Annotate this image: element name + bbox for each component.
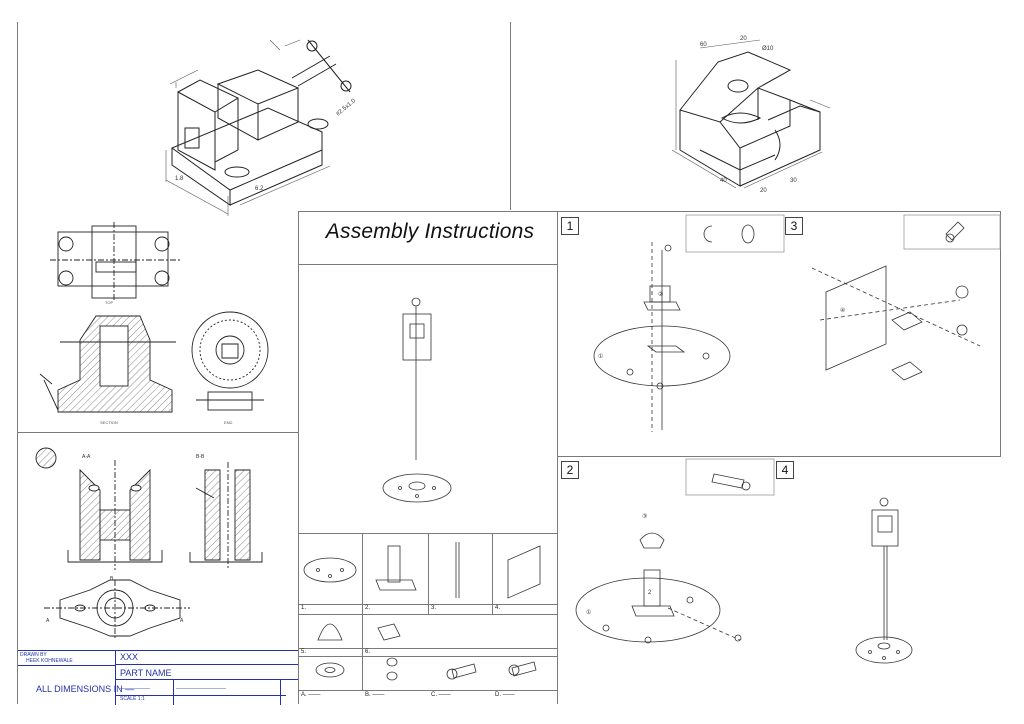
step-2-number: 2 <box>561 461 579 479</box>
svg-text:A: A <box>180 618 184 624</box>
left-border <box>17 22 18 704</box>
hardware-label-c: C. —— <box>431 692 451 698</box>
steps-right-border <box>1000 211 1001 457</box>
assembly-mid-border <box>557 211 558 704</box>
part-label-2: 2. <box>365 605 371 611</box>
svg-text:①: ① <box>598 353 603 360</box>
svg-text:20: 20 <box>740 36 747 42</box>
assembly-left-border <box>298 211 299 704</box>
title-block-part-name: PART NAME <box>120 668 172 678</box>
svg-text:30: 30 <box>790 178 797 184</box>
section-divider-left <box>18 432 298 433</box>
svg-text:③: ③ <box>642 513 647 520</box>
parts-table-row2-line <box>299 614 557 615</box>
svg-text:A-A: A-A <box>82 454 91 460</box>
svg-text:6.2: 6.2 <box>255 186 264 192</box>
title-block-dashes-1: —————— <box>120 686 150 692</box>
step-1-number: 1 <box>561 217 579 235</box>
parts-table-row4-line <box>299 656 557 657</box>
parts-col-2 <box>428 534 429 614</box>
svg-text:2: 2 <box>648 590 652 596</box>
svg-text:SECTION: SECTION <box>100 420 118 425</box>
parts-table-row3-line <box>299 648 557 649</box>
hardware-label-d: D. —— <box>495 692 515 698</box>
svg-text:TOP: TOP <box>105 300 113 305</box>
title-underline <box>299 264 557 265</box>
svg-text:60: 60 <box>700 42 707 48</box>
svg-text:①: ① <box>586 609 591 616</box>
svg-text:1.8: 1.8 <box>175 176 184 182</box>
step-4-number: 4 <box>776 461 794 479</box>
title-block <box>18 650 298 705</box>
part-label-4: 4. <box>495 605 501 611</box>
svg-text:Ø10: Ø10 <box>762 46 774 52</box>
svg-text:40: 40 <box>720 178 727 184</box>
svg-text:B-B: B-B <box>196 454 205 460</box>
step-3-number: 3 <box>785 217 803 235</box>
assembly-title: Assembly Instructions <box>325 220 535 243</box>
steps-horizontal-divider <box>557 456 1001 457</box>
parts-col-1 <box>362 534 363 690</box>
title-block-drawn-label: DRAWN BY <box>20 652 47 658</box>
title-block-drawn-by: HEEK KOHNEWALE <box>26 658 73 664</box>
parts-table-bottom <box>299 690 557 691</box>
title-block-sheet: SCALE 1:1 <box>120 696 145 702</box>
title-block-project: XXX <box>120 652 139 662</box>
parts-col-3 <box>492 534 493 614</box>
title-block-dashes-2: —————————— <box>176 686 226 692</box>
hardware-label-a: A. —— <box>301 692 321 698</box>
svg-text:20: 20 <box>760 188 767 194</box>
parts-table-top <box>299 533 557 534</box>
svg-text:A: A <box>46 618 50 624</box>
top-divider-vertical <box>510 22 511 210</box>
part-label-5: 5. <box>301 649 307 655</box>
svg-text:②: ② <box>658 291 663 298</box>
title-block-dimensions-note: ALL DIMENSIONS IN — <box>36 684 135 694</box>
svg-text:END: END <box>224 420 233 425</box>
svg-text:④: ④ <box>840 307 845 314</box>
part-label-3: 3. <box>431 605 437 611</box>
assembly-top-border <box>298 211 1001 212</box>
part-label-1: 1. <box>301 605 307 611</box>
svg-text:B: B <box>110 576 114 582</box>
part-label-6: 6. <box>365 649 371 655</box>
hardware-label-b: B. —— <box>365 692 385 698</box>
